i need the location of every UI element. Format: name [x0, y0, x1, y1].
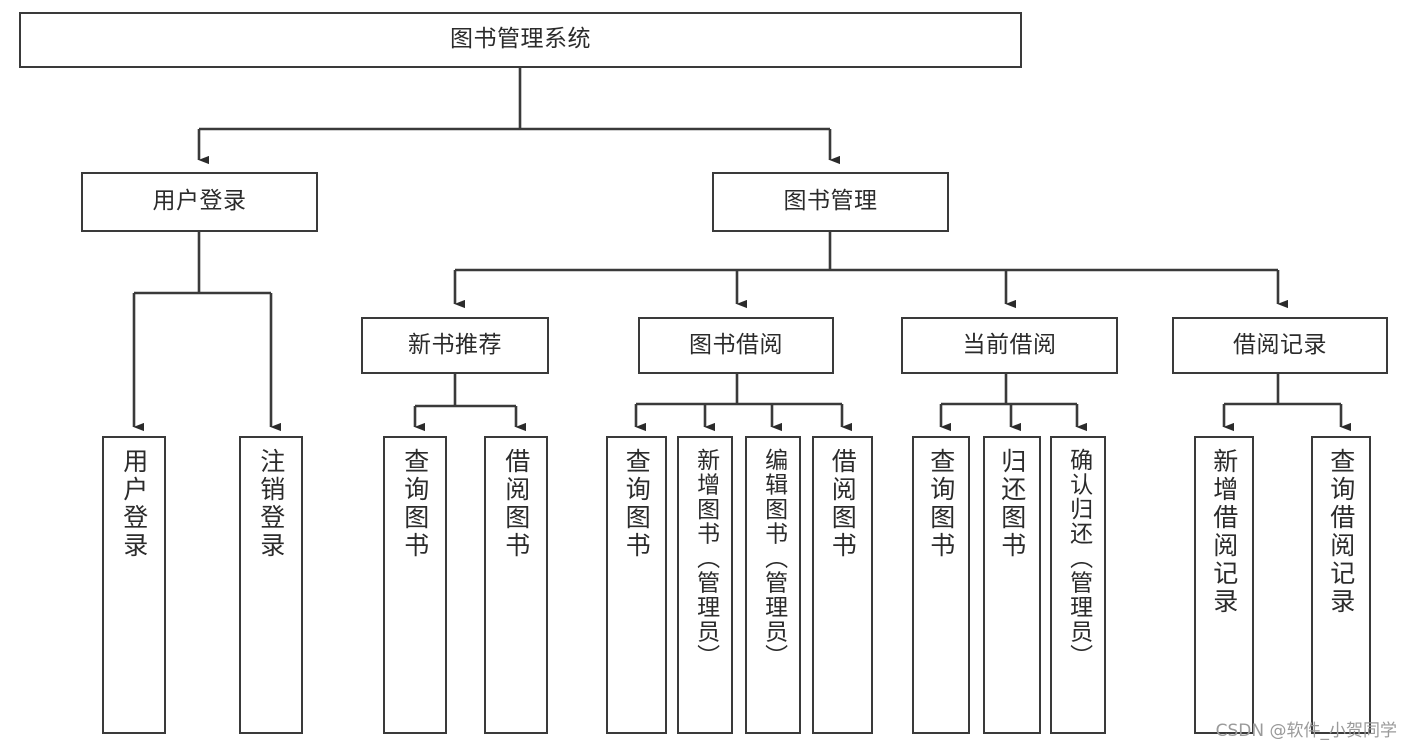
node-leaf-edit-book[interactable]: 编辑图书（管理员） — [745, 436, 801, 734]
node-leaf-add-record[interactable]: 新增借阅记录 — [1194, 436, 1254, 734]
node-current-borrow[interactable]: 当前借阅 — [901, 317, 1118, 374]
node-leaf-borrow-book-1-label: 借阅图书 — [501, 448, 531, 560]
node-book-mgmt[interactable]: 图书管理 — [712, 172, 949, 232]
node-leaf-add-book-label: 新增图书（管理员） — [692, 448, 719, 669]
node-leaf-query-record-label: 查询借阅记录 — [1326, 448, 1356, 616]
node-root[interactable]: 图书管理系统 — [19, 12, 1022, 68]
node-leaf-add-book[interactable]: 新增图书（管理员） — [677, 436, 733, 734]
node-book-mgmt-label: 图书管理 — [783, 188, 878, 215]
node-leaf-borrow-book-2[interactable]: 借阅图书 — [812, 436, 873, 734]
node-leaf-return-book-label: 归还图书 — [997, 448, 1027, 560]
node-leaf-query-book-3-label: 查询图书 — [926, 448, 956, 560]
node-leaf-add-record-label: 新增借阅记录 — [1209, 448, 1239, 616]
node-leaf-query-book-1-label: 查询图书 — [400, 448, 430, 560]
watermark-text: CSDN @软件_小贺同学 — [1215, 721, 1397, 741]
node-leaf-borrow-book-2-label: 借阅图书 — [828, 448, 858, 560]
node-leaf-edit-book-label: 编辑图书（管理员） — [760, 448, 787, 669]
node-current-borrow-label: 当前借阅 — [962, 331, 1057, 358]
node-leaf-logout[interactable]: 注销登录 — [239, 436, 303, 734]
node-borrow-record[interactable]: 借阅记录 — [1172, 317, 1388, 374]
node-user-login[interactable]: 用户登录 — [81, 172, 318, 232]
node-leaf-query-book-2-label: 查询图书 — [622, 448, 652, 560]
node-leaf-confirm-return-label: 确认归还（管理员） — [1065, 448, 1092, 669]
node-leaf-query-book-2[interactable]: 查询图书 — [606, 436, 667, 734]
node-borrow-record-label: 借阅记录 — [1233, 331, 1327, 358]
node-root-label: 图书管理系统 — [450, 26, 591, 53]
node-leaf-logout-label: 注销登录 — [256, 448, 286, 560]
node-leaf-query-book-3[interactable]: 查询图书 — [912, 436, 970, 734]
node-leaf-query-book-1[interactable]: 查询图书 — [383, 436, 447, 734]
node-new-book-rec-label: 新书推荐 — [408, 331, 502, 358]
node-leaf-query-record[interactable]: 查询借阅记录 — [1311, 436, 1371, 734]
node-leaf-return-book[interactable]: 归还图书 — [983, 436, 1041, 734]
node-leaf-user-login[interactable]: 用户登录 — [102, 436, 166, 734]
node-leaf-confirm-return[interactable]: 确认归还（管理员） — [1050, 436, 1106, 734]
node-leaf-borrow-book-1[interactable]: 借阅图书 — [484, 436, 548, 734]
node-leaf-user-login-label: 用户登录 — [119, 448, 149, 560]
node-new-book-rec[interactable]: 新书推荐 — [361, 317, 549, 374]
node-book-borrow[interactable]: 图书借阅 — [638, 317, 834, 374]
node-user-login-label: 用户登录 — [152, 188, 247, 215]
node-book-borrow-label: 图书借阅 — [689, 331, 783, 358]
